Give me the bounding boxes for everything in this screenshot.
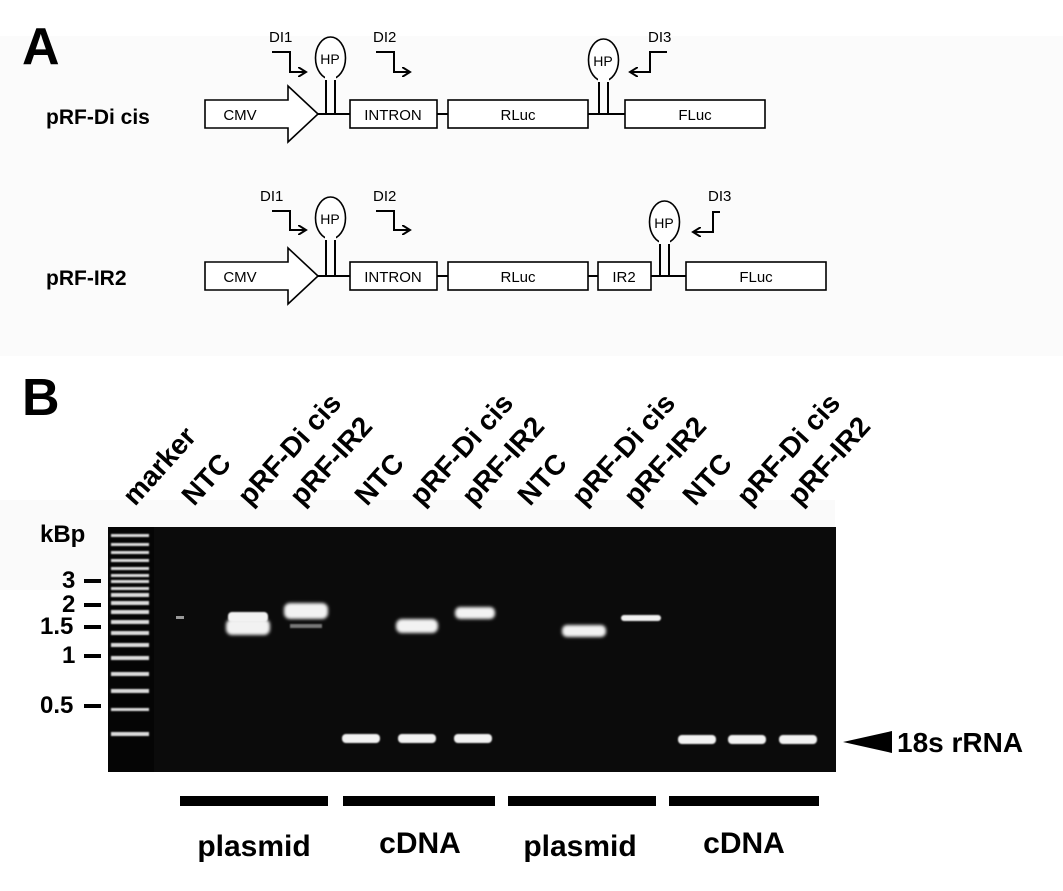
primer-label: DI3 [648,29,671,46]
fluc-label: FLuc [739,269,773,286]
lane-labels: marker NTC pRF-Di cis pRF-IR2 NTC pRF-Di… [116,387,876,511]
group-bar-cdna [343,796,495,806]
hairpin-icon [648,200,681,276]
group-label-cdna: cDNA [703,827,785,860]
construct-name: pRF-IR2 [46,267,127,290]
marker-ladder [111,534,149,736]
fluc-box [624,99,766,129]
gel-image [108,527,836,772]
primer-label: DI2 [373,188,396,205]
primer-label: DI1 [269,29,292,46]
size-tick-mark [84,579,101,583]
size-tick-mark [84,603,101,607]
construct-prf-ir2: pRF-IR2 CMV INTRON RLuc IR2 FLuc HP HP D… [46,188,827,306]
primer-label: DI3 [708,188,731,205]
rluc-label: RLuc [500,107,536,124]
size-tick-mark [84,704,101,708]
intron-label: INTRON [364,269,422,286]
group-label-plasmid: plasmid [197,830,310,863]
forward-primer-arrow [272,210,304,230]
primer-label: DI2 [373,29,396,46]
size-tick-mark [84,625,101,629]
ir2-box [597,261,652,291]
hairpin-icon [587,38,620,114]
fluc-box [685,261,827,291]
hp-label: HP [320,211,339,227]
construct-prf-di-cis: pRF-Di cis CMV INTRON RLuc FLuc HP HP DI… [46,29,766,144]
panel-a-letter: A [22,18,60,76]
intron-label: INTRON [364,107,422,124]
group-bar-cdna [669,796,819,806]
panel-b-letter: B [22,369,60,427]
hairpin-icon [314,196,347,276]
rluc-box [447,99,589,129]
reverse-primer-arrow [695,211,720,232]
size-tick-label: 2 [62,591,75,618]
cmv-label: CMV [223,269,256,286]
rluc-box [447,261,589,291]
size-tick-label: 0.5 [40,692,73,719]
hp-label: HP [593,53,612,69]
primer-label: DI1 [260,188,283,205]
fluc-label: FLuc [678,107,712,124]
construct-name: pRF-Di cis [46,106,150,129]
intron-box [349,261,438,291]
reverse-primer-arrow [632,51,667,72]
rrna-arrowhead-icon [843,731,892,753]
hp-label: HP [320,51,339,67]
forward-primer-arrow [272,51,304,72]
hp-label: HP [654,215,673,231]
size-unit-label: kBp [40,521,85,548]
gel-bands [176,603,817,744]
forward-primer-arrow [376,210,408,230]
rrna-label: 18s rRNA [897,727,1023,758]
forward-primer-arrow [376,51,408,72]
size-tick-mark [84,654,101,658]
cmv-promoter-arrow [204,84,320,144]
group-bar-plasmid [508,796,656,806]
group-bar-plasmid [180,796,328,806]
hairpin-icon [314,36,347,114]
size-tick-label: 1.5 [40,613,73,640]
cmv-promoter-arrow [204,246,320,306]
intron-box [349,99,438,129]
ir2-label: IR2 [612,269,635,286]
group-label-cdna: cDNA [379,827,461,860]
cmv-label: CMV [223,107,256,124]
rluc-label: RLuc [500,269,536,286]
size-tick-label: 3 [62,567,75,594]
size-tick-label: 1 [62,642,75,669]
panel-a-background [0,36,1063,356]
group-label-plasmid: plasmid [523,830,636,863]
